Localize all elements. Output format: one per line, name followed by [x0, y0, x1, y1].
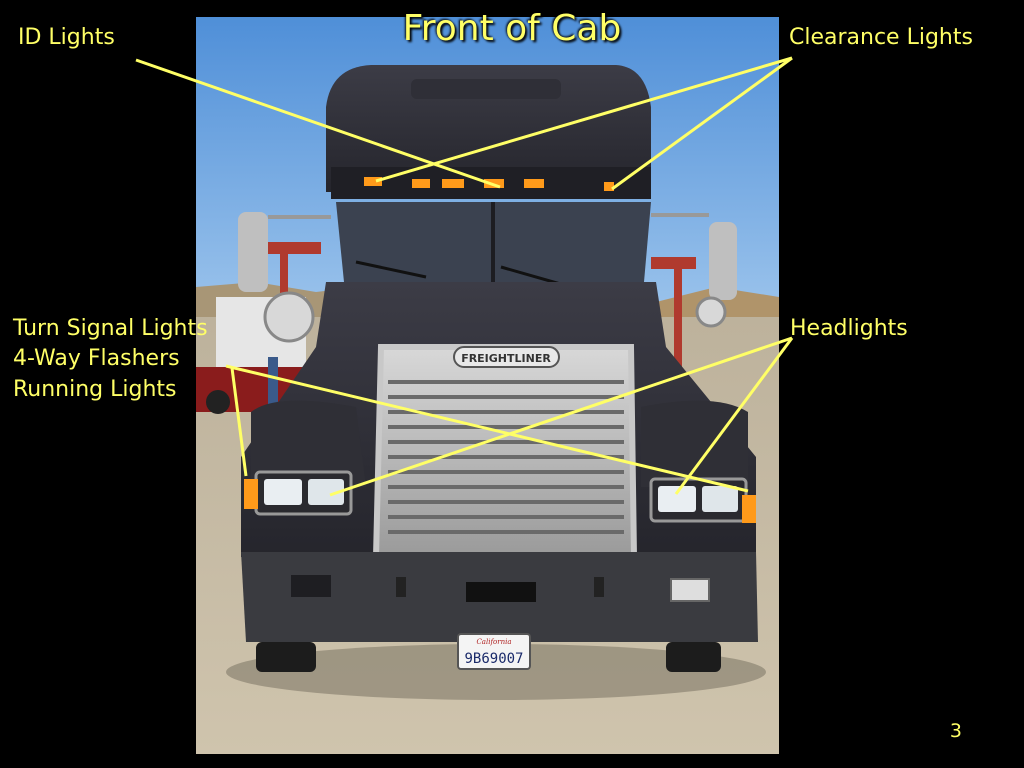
- convex-mirror-left: [263, 291, 315, 343]
- clearance-light-left: [364, 177, 382, 186]
- label-clearance-lights: Clearance Lights: [789, 25, 973, 50]
- grille: [372, 344, 638, 560]
- label-running-lights: Running Lights: [13, 377, 177, 402]
- plate-state: California: [476, 638, 511, 646]
- truck-photo: FREIGHTLINER California 9B69007: [196, 17, 779, 754]
- id-light-2: [442, 179, 464, 188]
- label-id-lights: ID Lights: [18, 25, 115, 50]
- clearance-light-right: [604, 182, 614, 191]
- truck-illustration: FREIGHTLINER California 9B69007: [196, 17, 779, 754]
- id-light-4: [524, 179, 544, 188]
- fender-right: [641, 400, 748, 487]
- mirror-right: [709, 222, 737, 300]
- plate-number: 9B69007: [464, 651, 523, 667]
- page-number: 3: [949, 720, 962, 742]
- turn-signal-left: [244, 479, 258, 509]
- mirror-left: [238, 212, 268, 292]
- label-headlights: Headlights: [790, 316, 908, 341]
- slide-title: Front of Cab: [402, 8, 622, 49]
- turn-signal-right: [742, 495, 756, 523]
- brand-badge-text: FREIGHTLINER: [461, 352, 551, 365]
- id-light-1: [412, 179, 430, 188]
- label-turn-signal-lights: Turn Signal Lights: [13, 316, 208, 341]
- license-plate: [457, 633, 531, 670]
- id-light-3: [484, 179, 504, 188]
- label-four-way-flashers: 4-Way Flashers: [13, 346, 180, 371]
